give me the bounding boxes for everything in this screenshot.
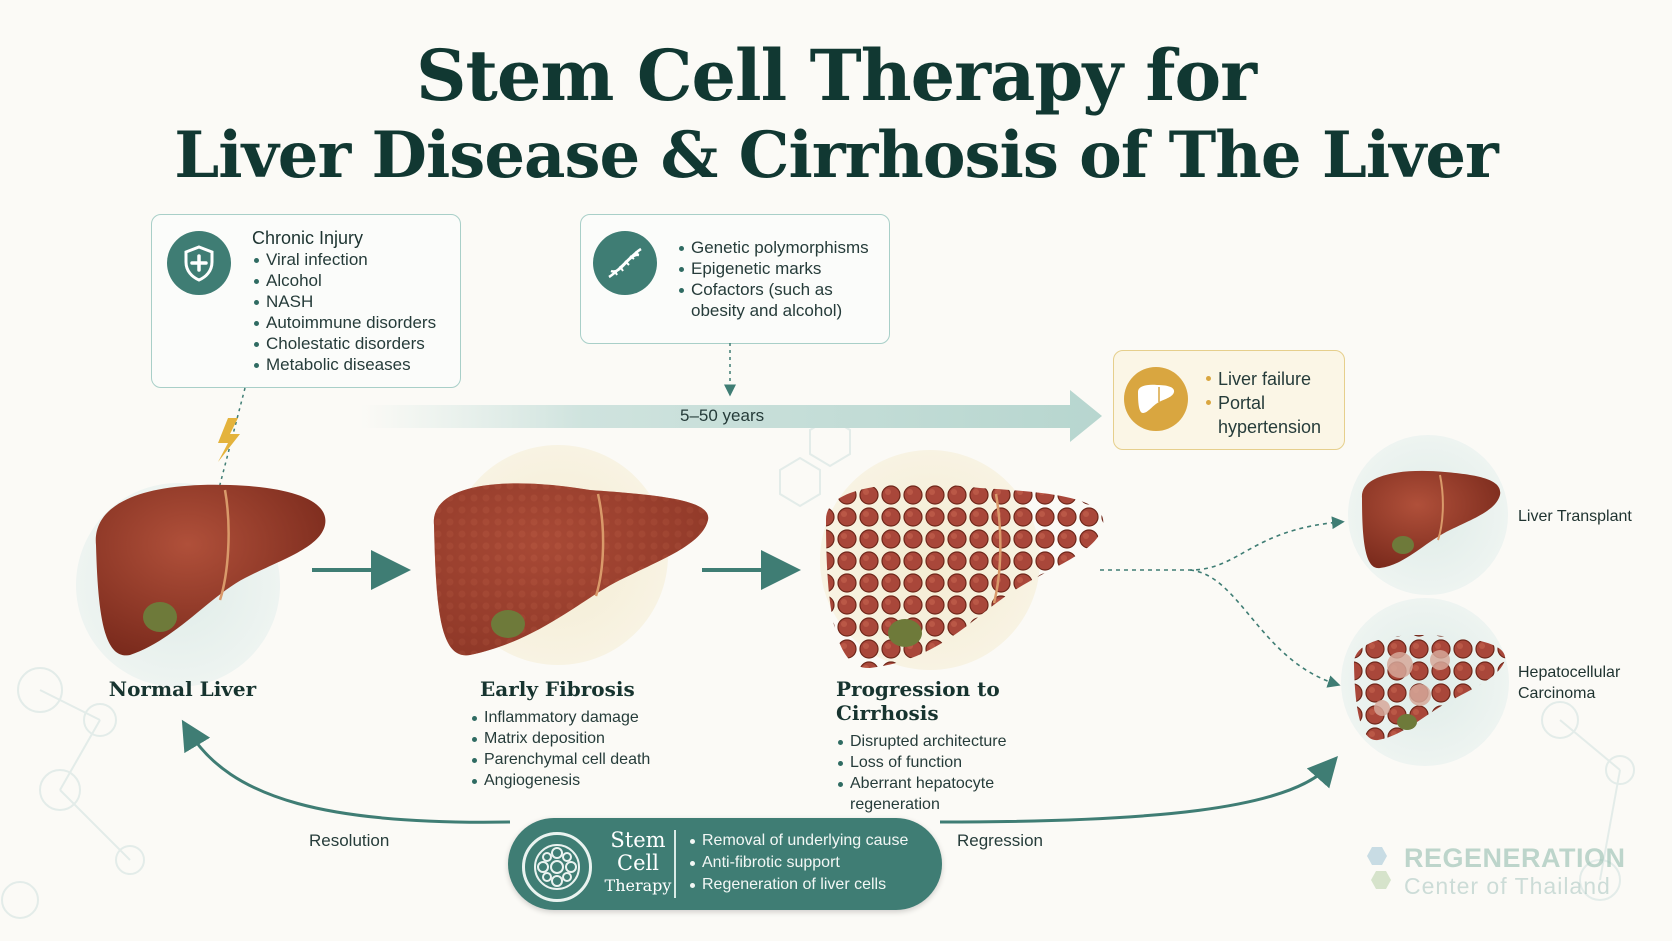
list-item: Metabolic diseases [252,354,436,375]
transplant-liver-image [1361,470,1501,569]
list-item: Genetic polymorphisms [677,237,877,258]
therapy-title-line: Therapy [604,876,672,895]
list-item: Cholestatic disorders [252,333,436,354]
list-item: Epigenetic marks [677,258,877,279]
list-item: Anti-fibrotic support [688,852,933,874]
chronic-injury-heading: Chronic Injury [252,228,364,248]
resolution-label: Resolution [309,831,390,850]
cirrhosis-list: Disrupted architecture Loss of function … [836,731,1026,815]
cirrhosis-block: Progression to Cirrhosis Disrupted archi… [836,677,1076,815]
liver-transplant-label: Liver Transplant [1518,508,1632,525]
normal-liver-label: Normal Liver [108,677,257,701]
chronic-injury-list: Viral infection Alcohol NASH Autoimmune … [252,249,436,375]
cirrhosis-liver-image [825,483,1104,669]
list-item: Disrupted architecture [836,731,1026,752]
regression-arrow [939,756,1338,824]
page-title: Stem Cell Therapy for [415,34,1257,117]
complications-card: Liver failure Portal hypertension [1113,350,1345,450]
early-fibrosis-label: Early Fibrosis [480,677,635,701]
divider [674,830,676,898]
carcinoma-liver-image [1353,635,1506,741]
lightning-icon [218,418,240,462]
complications-list: Liver failure Portal hypertension [1204,367,1339,439]
list-item: Parenchymal cell death [470,749,650,770]
list-item: Removal of underlying cause [688,830,933,852]
therapy-title-line: Stem [610,828,666,852]
genetic-factors-list: Genetic polymorphisms Epigenetic marks C… [677,237,877,321]
cirrhosis-label: Progression to Cirrhosis [836,677,1000,725]
list-item: Angiogenesis [470,770,650,791]
normal-liver-image [95,484,326,656]
carcinoma-label: Hepatocellular Carcinoma [1518,664,1621,702]
list-item: Aberrant hepatocyte regeneration [836,773,1026,815]
early-fibrosis-block: Early Fibrosis Inflammatory damage Matri… [470,677,650,791]
timeline-label: 5–50 years [680,406,765,425]
timeline-arrow [360,390,1102,442]
stem-cell-therapy-panel: Stem Cell Therapy Removal of underlying … [508,818,942,910]
shield-plus-icon [167,231,231,295]
page-subtitle: Liver Disease & Cirrhosis of The Liver [174,118,1499,193]
list-item: Portal hypertension [1204,391,1339,439]
early-fibrosis-list: Inflammatory damage Matrix deposition Pa… [470,707,650,791]
list-item: Matrix deposition [470,728,650,749]
cell-icon [522,832,592,902]
dna-icon [593,231,657,295]
logo-line-1: REGENERATION [1404,843,1626,873]
stem-cell-therapy-title: Stem Cell Therapy [596,829,680,897]
list-item: Liver failure [1204,367,1339,391]
list-item: Regeneration of liver cells [688,874,933,896]
list-item: Viral infection [252,249,436,270]
therapy-benefits-list: Removal of underlying cause Anti-fibroti… [688,830,933,896]
chronic-injury-card: Chronic Injury Viral infection Alcohol N… [151,214,461,388]
liver-icon [1124,367,1188,431]
early-fibrosis-liver-image [433,483,709,656]
list-item: Inflammatory damage [470,707,650,728]
list-item: Loss of function [836,752,1026,773]
list-item: NASH [252,291,436,312]
list-item: Autoimmune disorders [252,312,436,333]
list-item: Alcohol [252,270,436,291]
list-item: Cofactors (such as obesity and alcohol) [677,279,877,321]
regression-label: Regression [957,831,1043,850]
therapy-title-line: Cell [617,851,659,875]
resolution-arrow [181,719,511,824]
genetic-factors-card: Genetic polymorphisms Epigenetic marks C… [580,214,890,344]
logo-hexagon-icon [1367,847,1391,889]
logo-line-2: Center of Thailand [1404,873,1611,899]
